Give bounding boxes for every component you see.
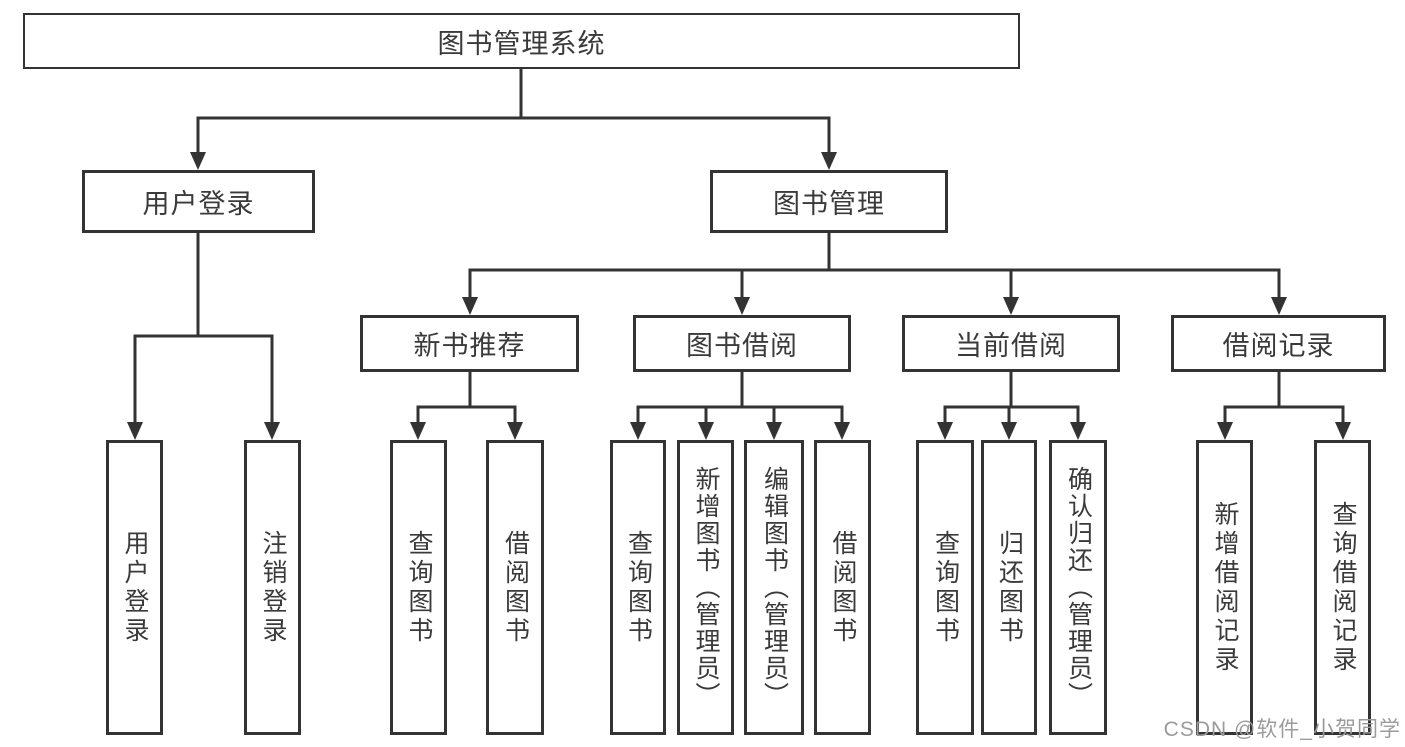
arrowhead bbox=[821, 152, 837, 170]
leaf-logout: 注销登录 bbox=[244, 440, 301, 735]
leaf-confirm-return-admin: 确认归还（管理员） bbox=[1049, 440, 1107, 735]
node-book-management: 图书管理 bbox=[710, 170, 948, 233]
arrowhead bbox=[462, 297, 478, 315]
leaf-query-books-2: 查询图书 bbox=[610, 440, 666, 735]
node-current-borrowing: 当前借阅 bbox=[902, 315, 1120, 372]
arrowhead bbox=[1001, 422, 1017, 440]
connector-records-to-leaves bbox=[1223, 370, 1345, 425]
leaf-borrow-books-2: 借阅图书 bbox=[814, 440, 871, 735]
leaf-add-book-admin: 新增图书（管理员） bbox=[677, 440, 734, 735]
arrowhead bbox=[190, 152, 206, 170]
leaf-edit-book-admin: 编辑图书（管理员） bbox=[744, 440, 804, 735]
arrowhead bbox=[766, 422, 782, 440]
leaf-return-books: 归还图书 bbox=[981, 440, 1037, 735]
node-user-login: 用户登录 bbox=[82, 170, 315, 233]
arrowhead bbox=[1271, 297, 1287, 315]
arrowhead bbox=[937, 422, 953, 440]
leaf-query-books-1: 查询图书 bbox=[390, 440, 447, 735]
arrowhead bbox=[1070, 422, 1086, 440]
connector-root-to-level2 bbox=[196, 67, 831, 155]
arrowhead bbox=[1335, 422, 1351, 440]
connector-newrec-to-leaves bbox=[416, 370, 517, 425]
connector-current-to-leaves bbox=[943, 370, 1080, 425]
node-borrowing-records: 借阅记录 bbox=[1171, 315, 1386, 372]
csdn-watermark: CSDN @软件_小贺同学 bbox=[1163, 718, 1401, 741]
leaf-query-books-3: 查询图书 bbox=[916, 440, 974, 735]
connector-userlogin-to-leaves bbox=[133, 231, 274, 425]
arrowhead bbox=[1003, 297, 1019, 315]
node-book-borrowing: 图书借阅 bbox=[633, 315, 851, 372]
arrowheads bbox=[127, 152, 1351, 440]
arrowhead bbox=[630, 422, 646, 440]
arrowhead bbox=[834, 422, 850, 440]
leaf-add-borrow-record: 新增借阅记录 bbox=[1196, 440, 1253, 735]
leaf-user-login: 用户登录 bbox=[106, 440, 163, 735]
connector-borrow-to-leaves bbox=[636, 370, 844, 425]
connector-bookmgmt-to-level3 bbox=[468, 231, 1281, 300]
arrowhead bbox=[410, 422, 426, 440]
arrowhead bbox=[127, 422, 143, 440]
arrowhead bbox=[1217, 422, 1233, 440]
arrowhead bbox=[264, 422, 280, 440]
node-library-management-system: 图书管理系统 bbox=[23, 13, 1020, 69]
leaf-query-borrow-record: 查询借阅记录 bbox=[1314, 440, 1371, 735]
arrowhead bbox=[734, 297, 750, 315]
arrowhead bbox=[507, 422, 523, 440]
node-new-book-recommendation: 新书推荐 bbox=[360, 315, 579, 372]
leaf-borrow-books-1: 借阅图书 bbox=[486, 440, 544, 735]
arrowhead bbox=[698, 422, 714, 440]
